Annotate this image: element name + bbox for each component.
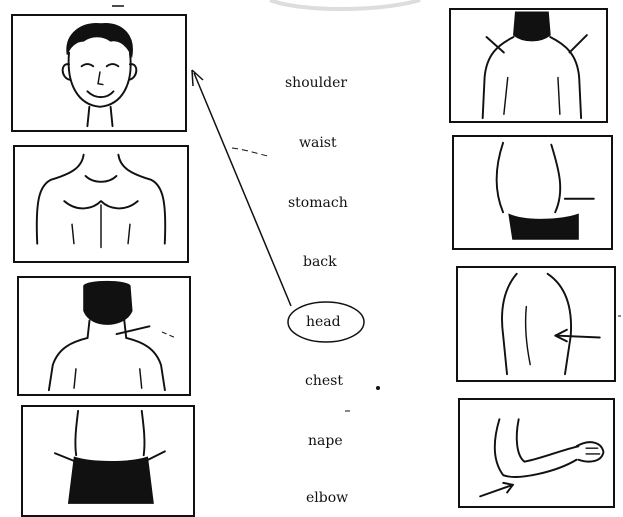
word-waist: waist: [299, 135, 337, 151]
arm-elbow-drawing: [460, 400, 613, 506]
answer-arrow-line: [194, 73, 291, 306]
word-shoulder: shoulder: [285, 75, 347, 91]
stomach-side-drawing: [454, 137, 611, 248]
stray-dot: [376, 386, 380, 390]
shoulder-picture: [449, 8, 608, 123]
waist-picture: [21, 405, 195, 517]
stray-mark-waist: [232, 148, 268, 156]
nape-picture: [17, 276, 191, 396]
word-head-circled[interactable]: head: [306, 314, 341, 330]
word-stomach: stomach: [288, 195, 348, 211]
word-elbow: elbow: [306, 490, 348, 506]
stomach-picture: [452, 135, 613, 250]
chest-picture: [13, 145, 189, 263]
back-side-drawing: [458, 268, 614, 380]
torso-front-drawing: [15, 147, 187, 261]
elbow-picture: [458, 398, 615, 508]
waist-drawing: [23, 407, 193, 515]
word-chest: chest: [305, 373, 343, 389]
back-picture: [456, 266, 616, 382]
faint-top-arc: [270, 0, 420, 9]
back-of-head-drawing: [19, 278, 189, 394]
answer-arrow-head: [192, 70, 203, 86]
boy-face-drawing: [13, 16, 185, 130]
word-nape: nape: [308, 433, 343, 449]
head-picture: [11, 14, 187, 132]
word-back: back: [303, 254, 337, 270]
shoulders-back-drawing: [451, 10, 606, 121]
